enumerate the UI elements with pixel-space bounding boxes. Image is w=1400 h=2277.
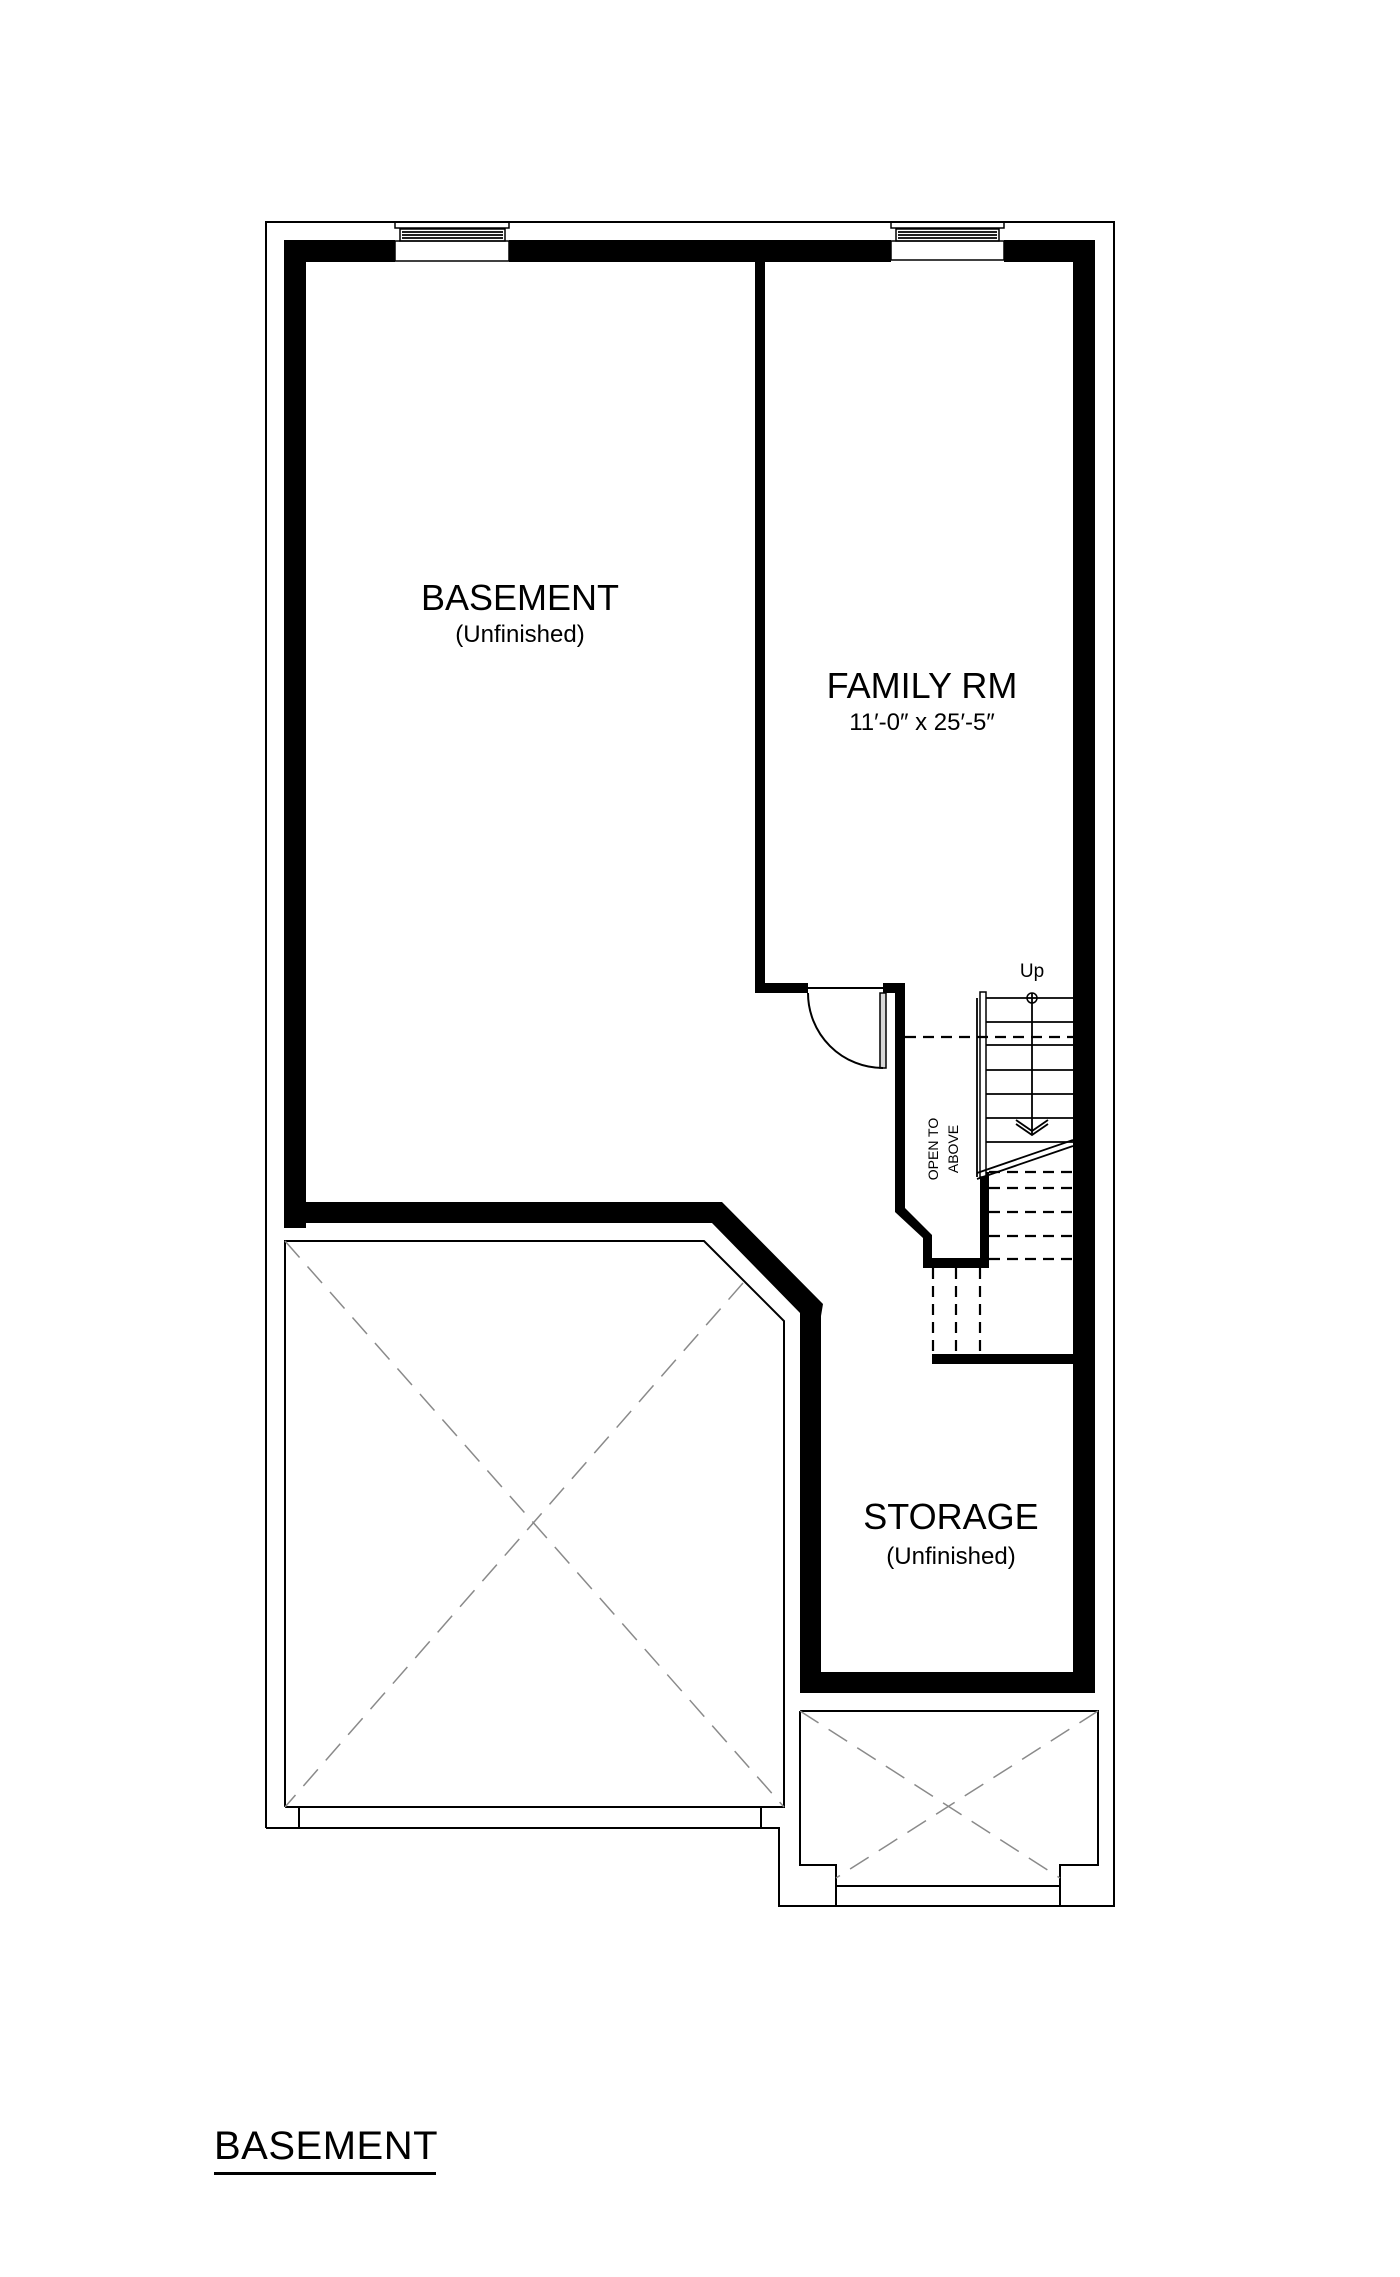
room-detail-basement: (Unfinished) xyxy=(455,621,584,648)
interior-partitions xyxy=(755,262,1077,1364)
staircase xyxy=(905,991,1074,1354)
window-left xyxy=(394,221,510,262)
open-to-above-line2: ABOVE xyxy=(945,1125,961,1173)
unexcavated-area-porch xyxy=(799,1710,1099,1906)
room-dimensions-family-rm: 11′-0″ x 25′-5″ xyxy=(849,709,995,736)
foundation-outline xyxy=(265,221,1115,1907)
door-family-room[interactable] xyxy=(807,987,887,1069)
stair-up-label: Up xyxy=(1020,961,1044,982)
room-name-family-rm: FAMILY RM xyxy=(827,665,1018,706)
unexcavated-area-left xyxy=(284,1240,785,1828)
open-to-above-line1: OPEN TO xyxy=(925,1118,941,1181)
room-name-storage: STORAGE xyxy=(863,1496,1038,1537)
room-detail-storage: (Unfinished) xyxy=(886,1543,1015,1570)
room-name-basement: BASEMENT xyxy=(421,577,619,618)
stair-arrow-icon xyxy=(1015,992,1049,1137)
plan-title: BASEMENT xyxy=(214,2124,438,2175)
exterior-walls xyxy=(284,240,1095,1693)
window-right xyxy=(890,221,1005,261)
